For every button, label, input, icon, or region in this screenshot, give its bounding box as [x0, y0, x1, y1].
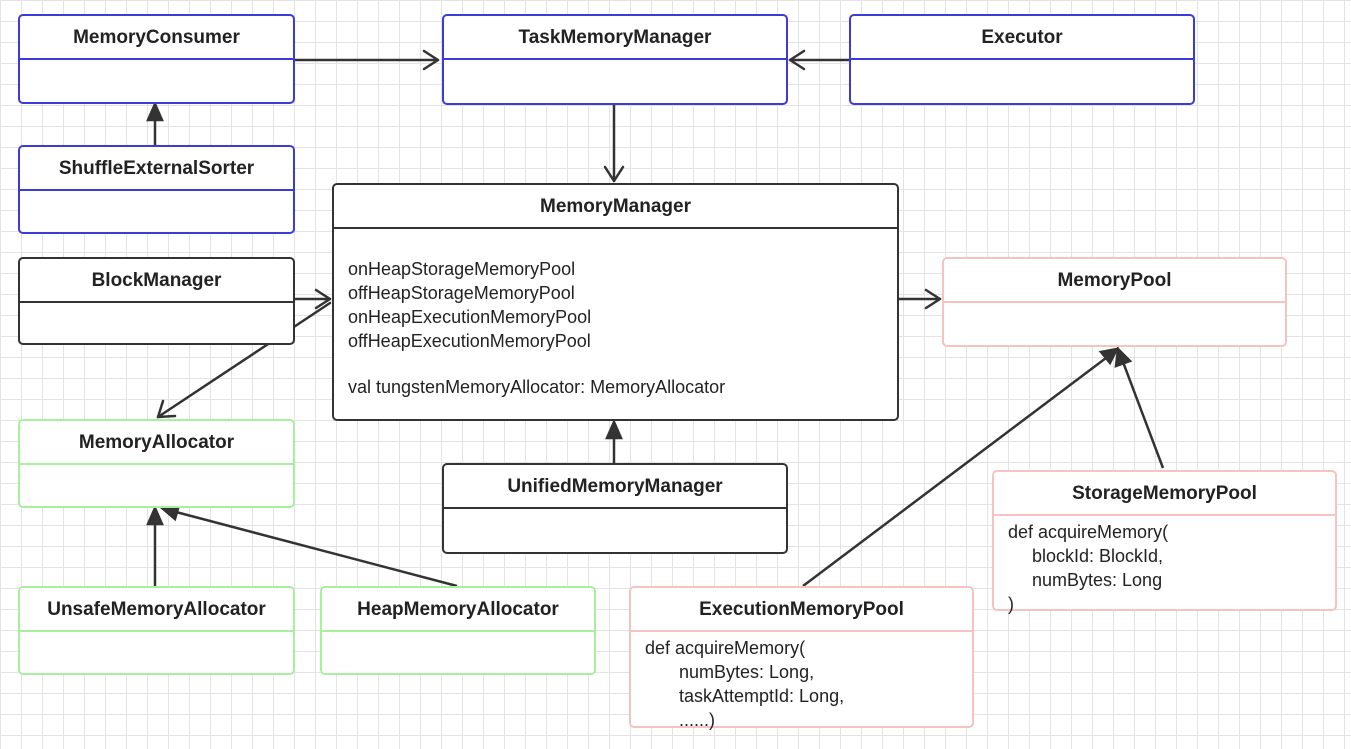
method-signature: def acquireMemory( numBytes: Long, taskA…: [645, 636, 844, 732]
method-line: def acquireMemory(: [645, 638, 806, 658]
arrowhead-open: [924, 288, 942, 310]
class-name: MemoryAllocator: [20, 421, 293, 465]
edge-storagepool-extends-pool: [1121, 361, 1165, 469]
class-heap-memory-allocator: HeapMemoryAllocator: [320, 586, 596, 675]
class-memory-allocator: MemoryAllocator: [18, 419, 295, 508]
class-name: BlockManager: [20, 259, 293, 303]
arrowhead-filled: [146, 504, 164, 526]
class-name: ExecutionMemoryPool: [631, 588, 972, 632]
class-shuffle-external-sorter: ShuffleExternalSorter: [18, 145, 295, 234]
edge-execpool-extends-pool: [802, 357, 1107, 587]
arrowhead-filled: [1114, 346, 1133, 368]
class-name: Executor: [851, 16, 1193, 60]
class-execution-memory-pool: ExecutionMemoryPool def acquireMemory( n…: [629, 586, 974, 730]
class-name: HeapMemoryAllocator: [322, 588, 594, 632]
method-line: numBytes: Long,: [679, 662, 815, 682]
method-line: taskAttemptId: Long,: [679, 686, 845, 706]
method-line: def acquireMemory(: [1008, 522, 1169, 542]
class-name: MemoryPool: [944, 259, 1285, 303]
class-block-manager: BlockManager: [18, 257, 295, 345]
field: onHeapStorageMemoryPool: [348, 259, 576, 279]
class-name: MemoryManager: [334, 185, 897, 229]
class-name: MemoryConsumer: [20, 16, 293, 60]
class-name: UnsafeMemoryAllocator: [20, 588, 293, 632]
arrowhead-filled: [1098, 347, 1120, 366]
arrowhead-open: [422, 49, 440, 71]
arrowhead-open: [314, 288, 332, 310]
field: offHeapStorageMemoryPool: [348, 283, 575, 303]
class-executor: Executor: [849, 14, 1195, 105]
method-line: blockId: BlockId,: [1032, 546, 1164, 566]
class-name: UnifiedMemoryManager: [444, 465, 786, 509]
class-memory-manager: MemoryManager onHeapStorageMemoryPool of…: [332, 183, 899, 421]
arrowhead-filled: [146, 100, 164, 122]
method-signature: def acquireMemory( blockId: BlockId, num…: [1008, 520, 1168, 616]
class-name: TaskMemoryManager: [444, 16, 786, 60]
arrowhead-filled: [605, 418, 623, 440]
field-list: onHeapStorageMemoryPool offHeapStorageMe…: [348, 257, 591, 353]
arrowhead-open: [788, 49, 806, 71]
method-line: ......): [679, 710, 715, 730]
edge-memmgr-to-allocator: [156, 301, 332, 419]
class-memory-pool: MemoryPool: [942, 257, 1287, 347]
class-unified-memory-manager: UnifiedMemoryManager: [442, 463, 788, 554]
class-name: ShuffleExternalSorter: [20, 147, 293, 191]
class-unsafe-memory-allocator: UnsafeMemoryAllocator: [18, 586, 295, 675]
class-task-memory-manager: TaskMemoryManager: [442, 14, 788, 105]
arrowhead-open: [603, 165, 625, 183]
field: offHeapExecutionMemoryPool: [348, 331, 591, 351]
edge-heap-extends-allocator: [175, 510, 458, 588]
allocator-field: val tungstenMemoryAllocator: MemoryAlloc…: [348, 377, 726, 397]
arrowhead-open: [156, 399, 177, 419]
method-line: numBytes: Long: [1032, 570, 1163, 590]
class-storage-memory-pool: StorageMemoryPool def acquireMemory( blo…: [992, 470, 1337, 614]
class-name: StorageMemoryPool: [994, 472, 1335, 516]
field: onHeapExecutionMemoryPool: [348, 307, 592, 327]
method-line: ): [1008, 594, 1014, 614]
class-memory-consumer: MemoryConsumer: [18, 14, 295, 104]
